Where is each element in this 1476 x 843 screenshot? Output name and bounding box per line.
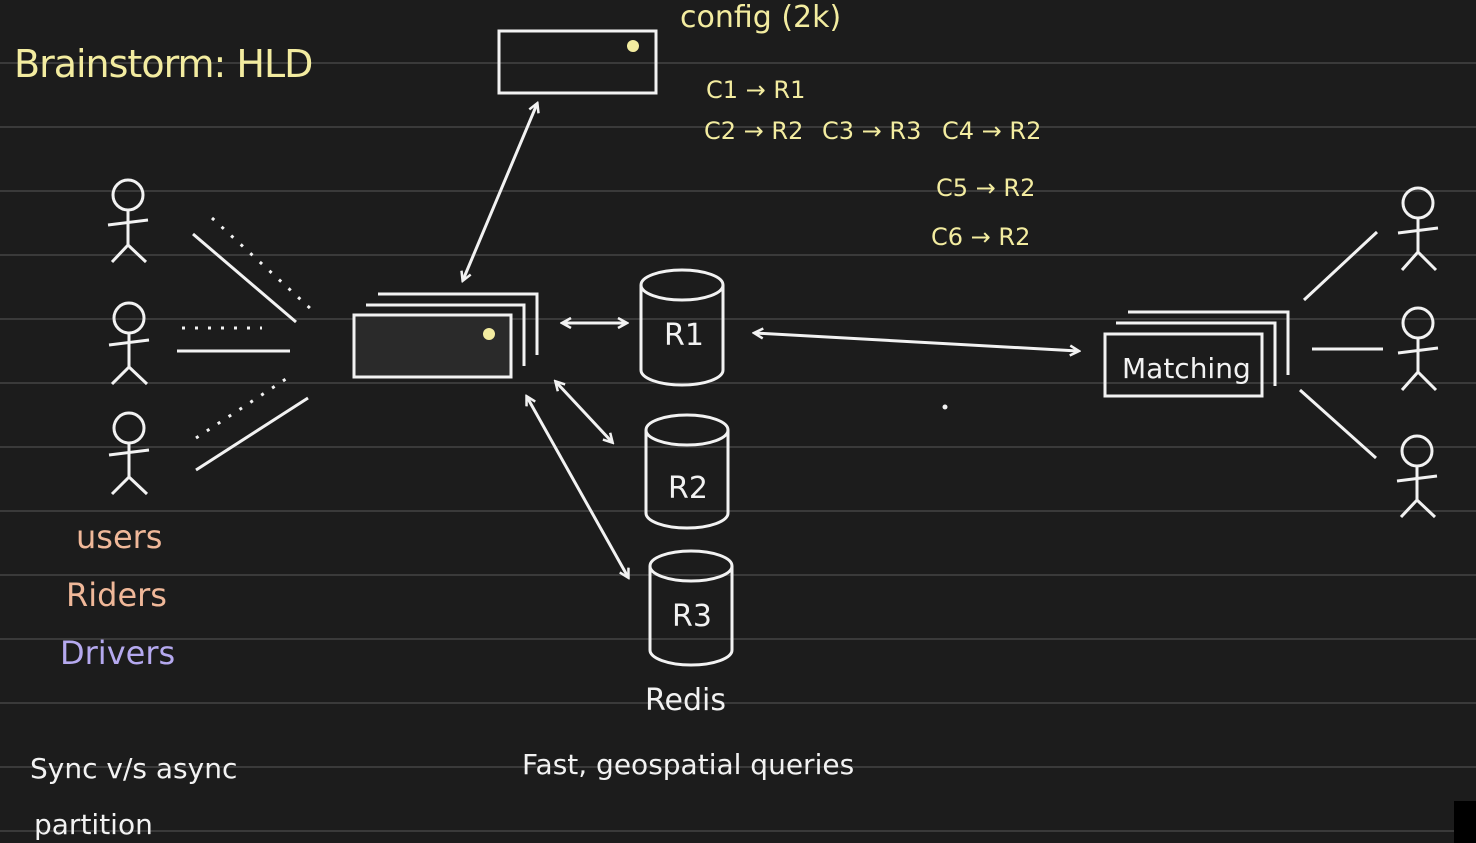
user-figure-1 [107, 178, 149, 264]
service-r2-arrow [556, 382, 612, 442]
config-mapping: C4 → R2 [942, 117, 1042, 145]
config-mapping: C2 → R2 [704, 117, 804, 145]
note-fast-geospatial: Fast, geospatial queries [522, 748, 855, 781]
config-box [497, 29, 658, 95]
user-figure-3 [108, 411, 150, 496]
corner-overlay [1454, 801, 1476, 843]
config-mapping: C1 → R1 [706, 76, 806, 104]
service-stack [352, 292, 539, 379]
driver-figure-3 [1396, 434, 1438, 519]
config-mapping: C3 → R3 [822, 117, 922, 145]
driver-figure-1 [1397, 186, 1439, 272]
redis-r2-cylinder [644, 413, 730, 530]
user-figure-2 [108, 301, 150, 386]
user-connections [177, 216, 314, 472]
service-r3-arrow [527, 397, 628, 577]
note-sync-async: Sync v/s async [30, 752, 238, 785]
redis-r2-label: R2 [668, 471, 708, 506]
matching-label: Matching [1122, 352, 1251, 385]
redis-r1-label: R1 [664, 318, 704, 353]
redis-r1-cylinder [639, 268, 725, 387]
stray-dot [942, 404, 948, 410]
config-title: config (2k) [680, 0, 842, 35]
config-mapping: C5 → R2 [936, 174, 1036, 202]
page-title: Brainstorm: HLD [14, 42, 313, 86]
driver-connections [1298, 230, 1383, 460]
r1-matching-arrow [755, 333, 1078, 351]
config-service-arrow [463, 104, 537, 280]
driver-figure-2 [1397, 306, 1439, 392]
legend-riders: Riders [66, 576, 167, 614]
matching-stack [1103, 310, 1290, 398]
note-partition: partition [34, 808, 153, 841]
redis-r3-cylinder [648, 549, 734, 667]
config-mapping: C6 → R2 [931, 223, 1031, 251]
redis-r3-label: R3 [672, 599, 712, 634]
legend-drivers: Drivers [60, 634, 176, 672]
redis-group-label: Redis [645, 683, 726, 718]
legend-users: users [76, 518, 163, 556]
